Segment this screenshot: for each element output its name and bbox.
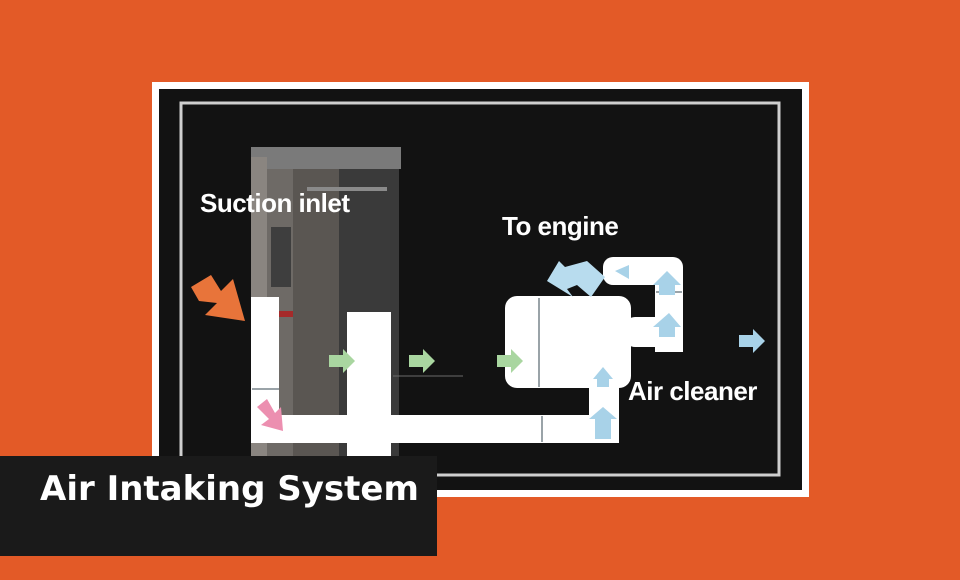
blue-curved-arrow-icon (547, 261, 605, 297)
air-cleaner-body (505, 296, 631, 388)
pink-arrow-icon (257, 399, 283, 431)
to-engine-label: To engine (502, 211, 619, 241)
caption-title: Air Intaking System (40, 469, 419, 509)
pipe-bottom-horizontal (251, 415, 619, 443)
suction-inlet-label: Suction inlet (200, 188, 350, 218)
caption-bar (0, 456, 437, 556)
inner-border (179, 101, 781, 477)
diagram-panel (159, 89, 802, 490)
orange-curved-arrow-icon (191, 275, 245, 321)
pipe-network (251, 257, 683, 457)
pipe-center-vertical (347, 312, 391, 457)
light-blue-arrow-icon (589, 265, 765, 439)
air-cleaner-label: Air cleaner (628, 376, 757, 406)
green-arrow-icon (329, 349, 523, 373)
